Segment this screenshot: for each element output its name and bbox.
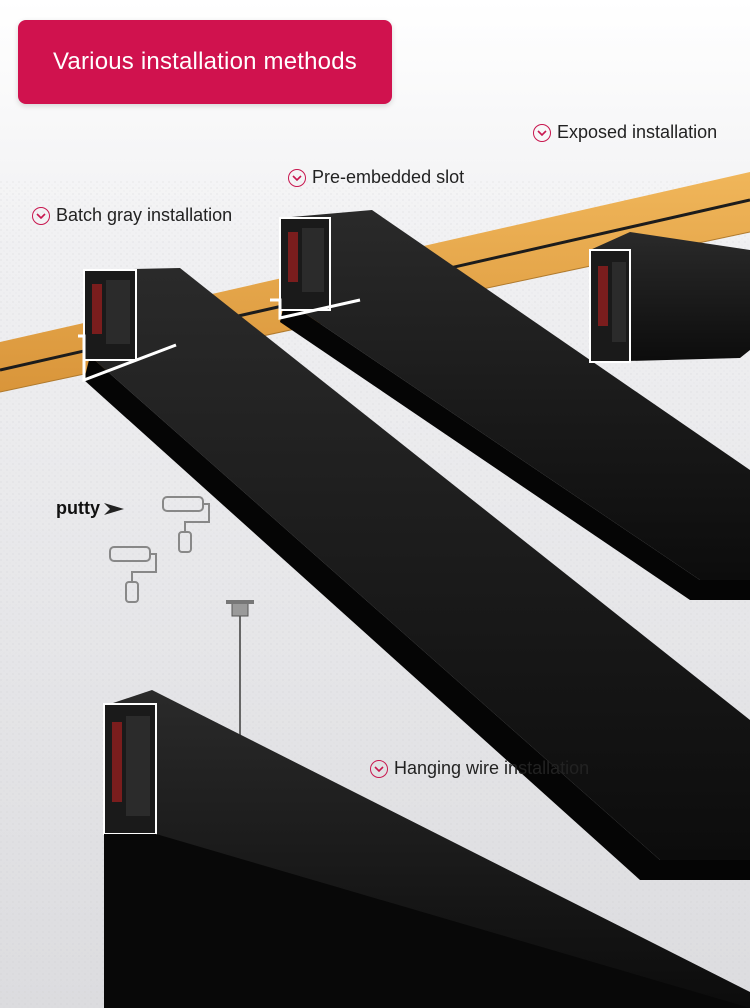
label-pre-embedded-slot: Pre-embedded slot (288, 167, 464, 188)
chevron-down-icon (370, 759, 388, 778)
track-pre-embedded (270, 210, 750, 600)
track-hanging-wire (103, 600, 750, 1008)
page-title: Various installation methods (53, 48, 357, 75)
label-batch-gray-installation: Batch gray installation (32, 205, 232, 226)
label-exposed-installation: Exposed installation (533, 122, 717, 143)
chevron-down-icon (533, 123, 551, 142)
paint-roller-icon (162, 496, 210, 553)
arrow-right-icon (104, 502, 124, 515)
paint-roller-icon (109, 546, 157, 603)
label-hanging-wire-installation: Hanging wire installation (370, 758, 589, 779)
track-exposed (589, 232, 750, 363)
putty-label: putty (56, 498, 126, 519)
chevron-down-icon (288, 168, 306, 187)
track-batch-gray (78, 268, 750, 880)
chevron-down-icon (32, 206, 50, 225)
title-banner: Various installation methods (18, 20, 392, 104)
